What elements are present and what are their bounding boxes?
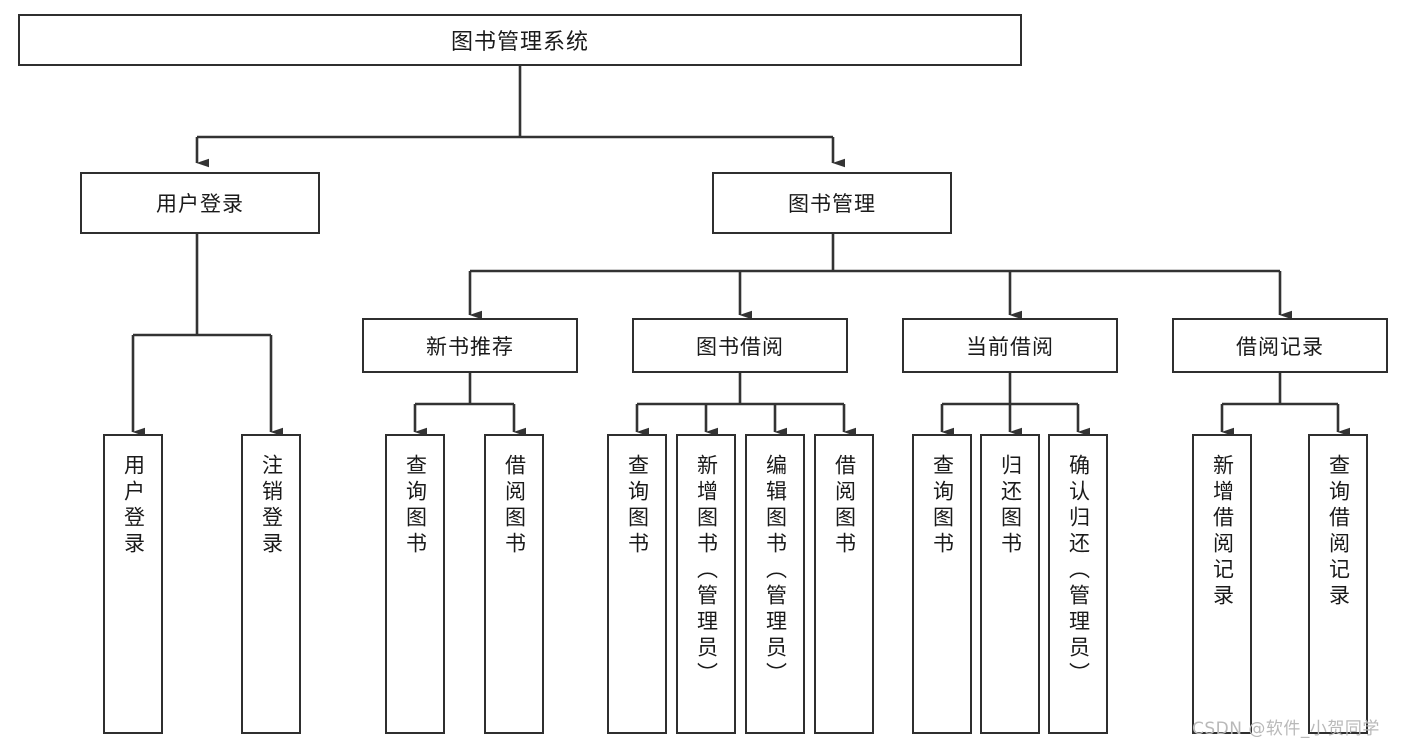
leaf-query-book-current[interactable]: 查询图书 — [912, 434, 972, 734]
node-label: 确认归还（管理员） — [1066, 454, 1091, 688]
leaf-borrow-book[interactable]: 借阅图书 — [814, 434, 874, 734]
leaf-query-borrow-record[interactable]: 查询借阅记录 — [1308, 434, 1368, 734]
node-label: 查询图书 — [625, 454, 650, 558]
node-label: 用户登录 — [156, 192, 244, 216]
leaf-add-book-admin[interactable]: 新增图书（管理员） — [676, 434, 736, 734]
node-label: 查询借阅记录 — [1326, 454, 1351, 610]
leaf-user-login[interactable]: 用户登录 — [103, 434, 163, 734]
node-current-borrowing[interactable]: 当前借阅 — [902, 318, 1118, 373]
node-label: 当前借阅 — [966, 334, 1054, 359]
leaf-add-borrow-record[interactable]: 新增借阅记录 — [1192, 434, 1252, 734]
watermark: CSDN @软件_小贺同学 — [1192, 719, 1380, 739]
leaf-query-book-recommendation[interactable]: 查询图书 — [385, 434, 445, 734]
leaf-confirm-return-admin[interactable]: 确认归还（管理员） — [1048, 434, 1108, 734]
node-label: 图书管理 — [788, 192, 876, 216]
node-label: 归还图书 — [998, 454, 1023, 558]
leaf-borrow-book-recommendation[interactable]: 借阅图书 — [484, 434, 544, 734]
leaf-edit-book-admin[interactable]: 编辑图书（管理员） — [745, 434, 805, 734]
node-borrowing-records[interactable]: 借阅记录 — [1172, 318, 1388, 373]
node-book-borrowing[interactable]: 图书借阅 — [632, 318, 848, 373]
node-label: 查询图书 — [403, 454, 428, 558]
node-label: 用户登录 — [121, 454, 146, 558]
node-label: 编辑图书（管理员） — [763, 454, 788, 688]
leaf-query-book-borrowing[interactable]: 查询图书 — [607, 434, 667, 734]
node-label: 新增图书（管理员） — [694, 454, 719, 688]
node-user-login[interactable]: 用户登录 — [80, 172, 320, 234]
leaf-logout[interactable]: 注销登录 — [241, 434, 301, 734]
node-label: 借阅记录 — [1236, 334, 1324, 359]
node-label: 图书管理系统 — [450, 30, 589, 55]
node-book-management[interactable]: 图书管理 — [712, 172, 952, 234]
node-label: 借阅图书 — [832, 454, 857, 558]
leaf-return-book[interactable]: 归还图书 — [980, 434, 1040, 734]
node-label: 借阅图书 — [502, 454, 527, 558]
node-label: 新书推荐 — [426, 334, 514, 359]
node-label: 图书借阅 — [696, 334, 784, 359]
node-label: 注销登录 — [259, 454, 284, 558]
node-new-book-recommendation[interactable]: 新书推荐 — [362, 318, 578, 373]
node-root-book-management-system[interactable]: 图书管理系统 — [18, 14, 1022, 66]
node-label: 新增借阅记录 — [1210, 454, 1235, 610]
node-label: 查询图书 — [930, 454, 955, 558]
